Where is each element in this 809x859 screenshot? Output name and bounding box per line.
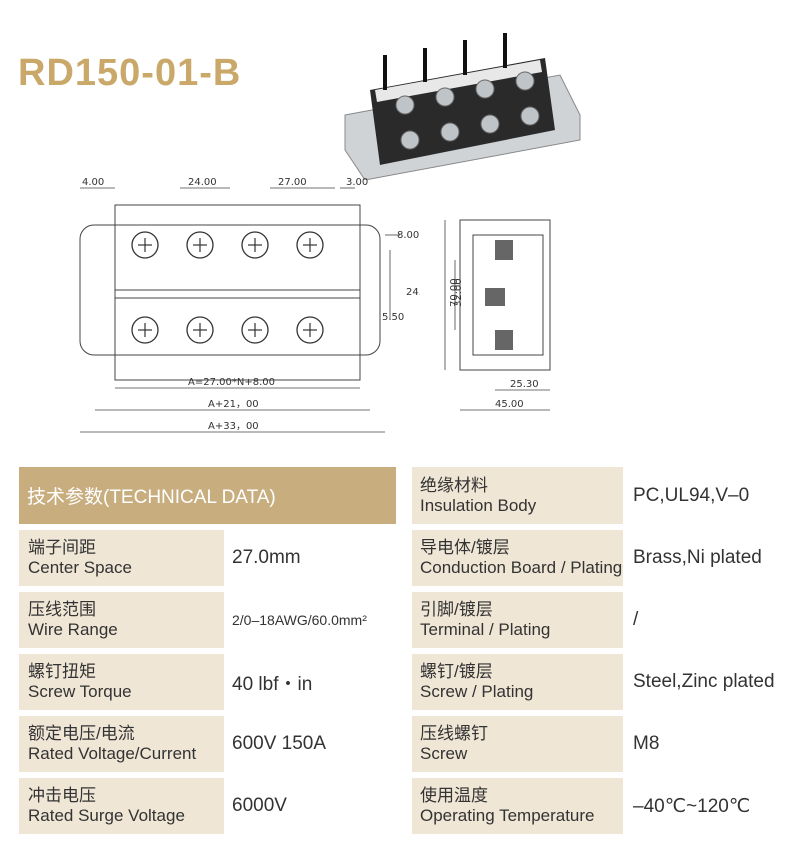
spec-value: / — [623, 592, 809, 648]
spec-label-zh: 螺钉/镀层 — [420, 662, 493, 681]
spec-label-en: Operating Temperature — [420, 806, 595, 825]
tech-table-header: 技术参数(TECHNICAL DATA) — [19, 467, 396, 524]
spec-label-zh: 螺钉扭矩 — [28, 662, 96, 681]
dim-5-5: 5.50 — [382, 312, 404, 323]
spec-value: Brass,Ni plated — [623, 530, 809, 586]
spec-value: 6000V — [224, 778, 396, 834]
dim-a: A=27.00*N+8.00 — [188, 377, 275, 388]
spec-label-en: Rated Surge Voltage — [28, 806, 185, 825]
spec-label-zh: 额定电压/电流 — [28, 724, 135, 743]
dim-3: 3.00 — [346, 177, 368, 188]
spec-label-en: Conduction Board / Plating — [420, 558, 623, 577]
dim-45: 45.00 — [495, 399, 524, 410]
spec-label-en: Insulation Body — [420, 495, 537, 515]
spec-label-zh: 端子间距 — [28, 538, 96, 557]
dim-24-side: 24.00 — [406, 287, 420, 298]
spec-label-en: Screw Torque — [28, 682, 132, 701]
dim-4: 4.00 — [82, 177, 104, 188]
spec-label-en: Screw / Plating — [420, 682, 534, 701]
dim-a33: A+33，00 — [208, 421, 259, 432]
spec-label-zh: 导电体/镀层 — [420, 538, 510, 557]
spec-label-en: Wire Range — [28, 620, 118, 639]
product-model-title: RD150-01-B — [18, 52, 242, 94]
dim-8: 8.00 — [397, 230, 419, 241]
spec-value: 2/0–18AWG/60.0mm² — [224, 592, 396, 648]
spec-label-zh: 压线范围 — [28, 600, 96, 619]
side-view-drawing: 70.00 32.00 25.30 45.00 — [444, 219, 551, 411]
dim-25-3: 25.30 — [510, 379, 539, 390]
spec-label-zh: 使用温度 — [420, 786, 488, 805]
spec-label-zh: 冲击电压 — [28, 786, 96, 805]
spec-label-zh: 压线螺钉 — [420, 724, 488, 743]
dim-70: 70.00 — [449, 278, 460, 307]
spec-value: 27.0mm — [224, 530, 396, 586]
spec-value: 600V 150A — [224, 716, 396, 772]
dim-24-top: 24.00 — [188, 177, 217, 188]
spec-value: PC,UL94,V–0 — [623, 467, 809, 524]
spec-label-en: Rated Voltage/Current — [28, 744, 197, 763]
spec-label-en: Screw — [420, 744, 468, 763]
product-photo — [344, 33, 581, 180]
spec-label-zh: 绝缘材料 — [420, 475, 488, 495]
spec-value: Steel,Zinc plated — [623, 654, 809, 710]
spec-label-zh: 引脚/镀层 — [420, 600, 493, 619]
spec-label-en: Terminal / Plating — [420, 620, 551, 639]
spec-value: –40℃~120℃ — [623, 778, 809, 834]
dim-27: 27.00 — [278, 177, 307, 188]
front-view-drawing: 4.00 24.00 27.00 3.00 8.00 24.00 5.50 A=… — [79, 177, 420, 433]
spec-label-en: Center Space — [28, 558, 132, 577]
dim-32: 32.00 — [453, 278, 464, 307]
spec-value: 40 lbf・in — [224, 654, 396, 710]
spec-value: M8 — [623, 716, 809, 772]
dim-a21: A+21，00 — [208, 399, 259, 410]
